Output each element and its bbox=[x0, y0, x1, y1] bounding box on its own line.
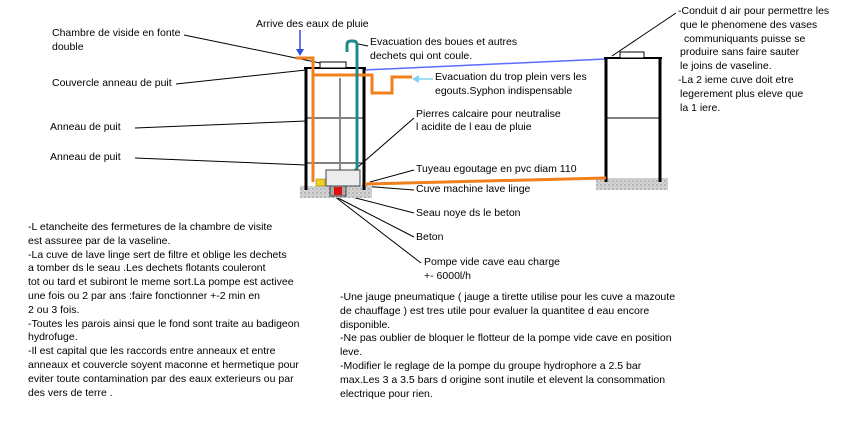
label-pierres-line-2: l acidite de l eau de pluie bbox=[416, 121, 532, 133]
label-pierres-line-1: Pierres calcaire pour neutralise bbox=[416, 108, 561, 120]
note-conseils-line: disponible. bbox=[340, 318, 391, 331]
rain-inlet-pipe bbox=[296, 56, 315, 182]
label-chambre-line-2: double bbox=[52, 41, 84, 53]
washing-machine-tub bbox=[325, 169, 361, 187]
label-pompe-line-1: Pompe vide cave eau charge bbox=[424, 256, 561, 268]
note-conduit-air-line: le joins de vaseline. bbox=[680, 60, 772, 73]
note-etancheite-line: une fois ou 2 par ans :faire fonctionner… bbox=[28, 289, 261, 302]
note-conseils-line: electrique pour rien. bbox=[340, 387, 433, 400]
label-evacuation-boues-line-1: Evacuation des boues et autres bbox=[370, 36, 518, 48]
left-tank-inspection-chamber bbox=[319, 61, 347, 69]
note-etancheite-line: hydrofuge. bbox=[28, 331, 78, 344]
leader-conduit-air bbox=[611, 12, 677, 57]
leader-beton bbox=[337, 197, 415, 238]
limestone-stones bbox=[315, 178, 326, 187]
note-conduit-air-line: legerement plus eleve que bbox=[680, 87, 804, 100]
note-conduit-air-line: la 1 iere. bbox=[680, 101, 721, 114]
label-trop-plein-line-1: Evacuation du trop plein vers les bbox=[435, 71, 587, 83]
note-conseils-line: -Modifier le reglage de la pompe du grou… bbox=[340, 359, 642, 372]
leader-anneau-haut bbox=[134, 120, 307, 129]
label-trop-plein-line-2: egouts.Syphon indispensable bbox=[435, 85, 573, 97]
label-cuve: Cuve machine lave linge bbox=[416, 183, 531, 195]
label-anneau-haut: Anneau de puit bbox=[50, 121, 121, 133]
note-conseils: -Une jauge pneumatique ( jauge a tirette… bbox=[340, 291, 675, 401]
note-conduit-air-line: communiquants puisse se bbox=[684, 32, 806, 45]
label-anneau-bas: Anneau de puit bbox=[50, 151, 121, 163]
note-etancheite-line: tot ou tard et subiront le meme sort.La … bbox=[28, 276, 294, 289]
leader-evacuation-boues bbox=[357, 43, 369, 47]
leader-anneau-bas bbox=[134, 157, 307, 166]
note-etancheite-line: 2 ou 3 fois. bbox=[28, 303, 80, 316]
connecting-pvc-pipe bbox=[364, 176, 607, 186]
note-conseils-line: -Une jauge pneumatique ( jauge a tirette… bbox=[340, 291, 676, 303]
sludge-evacuation-pipe bbox=[345, 39, 359, 186]
label-chambre-line-1: Chambre de viside en fonte bbox=[52, 27, 181, 39]
note-conduit-air-line: que le phenomene des vases bbox=[680, 18, 818, 31]
label-beton: Beton bbox=[416, 231, 444, 243]
leader-pompe bbox=[333, 195, 422, 264]
label-arrive-eaux: Arrive des eaux de pluie bbox=[256, 18, 369, 30]
note-etancheite-line: -Toutes les parois ainsi que le fond son… bbox=[28, 317, 300, 330]
air-conduit-pipe bbox=[363, 58, 607, 71]
note-etancheite-line: eviter toute contamination par des eaux … bbox=[28, 372, 294, 385]
note-etancheite-line: est assuree par de la vaseline. bbox=[28, 234, 171, 247]
note-conseils-line: -Ne pas oublier de bloquer le flotteur d… bbox=[340, 332, 672, 345]
note-etancheite-line: anneaux et couvercle soyent maconne et h… bbox=[28, 358, 299, 371]
note-etancheite-line: des vers de terre . bbox=[28, 386, 113, 399]
note-conduit-air-line: -La 2 ieme cuve doit etre bbox=[678, 73, 794, 86]
label-couvercle: Couvercle anneau de puit bbox=[52, 77, 172, 89]
note-conduit-air-line: -Conduit d air pour permettre les bbox=[678, 5, 830, 17]
right-tank bbox=[596, 51, 668, 190]
sump-pump bbox=[334, 187, 342, 195]
note-etancheite-line: a tomber ds le seau .Les dechets flotant… bbox=[28, 262, 266, 275]
label-evacuation-boues-line-2: dechets qui ont coule. bbox=[370, 50, 473, 62]
note-conseils-line: leve. bbox=[340, 346, 363, 359]
right-tank-concrete-base bbox=[596, 178, 668, 190]
right-tank-inspection-chamber bbox=[619, 51, 645, 59]
note-etancheite-line: -L etancheite des fermetures de la chamb… bbox=[28, 221, 273, 233]
leader-tuyeau bbox=[369, 169, 415, 183]
note-conduit-air: -Conduit d air pour permettre les que le… bbox=[678, 5, 829, 115]
overflow-arrow-head bbox=[412, 75, 419, 83]
label-tuyeau: Tuyeau egoutage en pvc diam 110 bbox=[416, 163, 577, 175]
note-etancheite-line: -Il est capital que les raccords entre a… bbox=[28, 345, 276, 358]
note-conseils-line: de chauffage ) est tres utile pour evalu… bbox=[340, 304, 650, 317]
leader-couvercle bbox=[175, 69, 307, 85]
note-etancheite: -L etancheite des fermetures de la chamb… bbox=[28, 221, 299, 400]
note-etancheite-line: -La cuve de lave linge sert de filtre et… bbox=[28, 248, 287, 261]
note-conseils-line: max.Les 3 a 3.5 bars d origine sont inut… bbox=[340, 373, 666, 386]
note-conduit-air-line: produire sans faire sauter bbox=[680, 46, 800, 59]
rain-arrow-head bbox=[296, 49, 304, 56]
label-seau: Seau noye ds le beton bbox=[416, 207, 521, 219]
overflow-siphon-pipe bbox=[313, 73, 412, 95]
label-pompe-line-2: +- 6000l/h bbox=[424, 270, 471, 282]
leader-seau bbox=[347, 195, 415, 214]
